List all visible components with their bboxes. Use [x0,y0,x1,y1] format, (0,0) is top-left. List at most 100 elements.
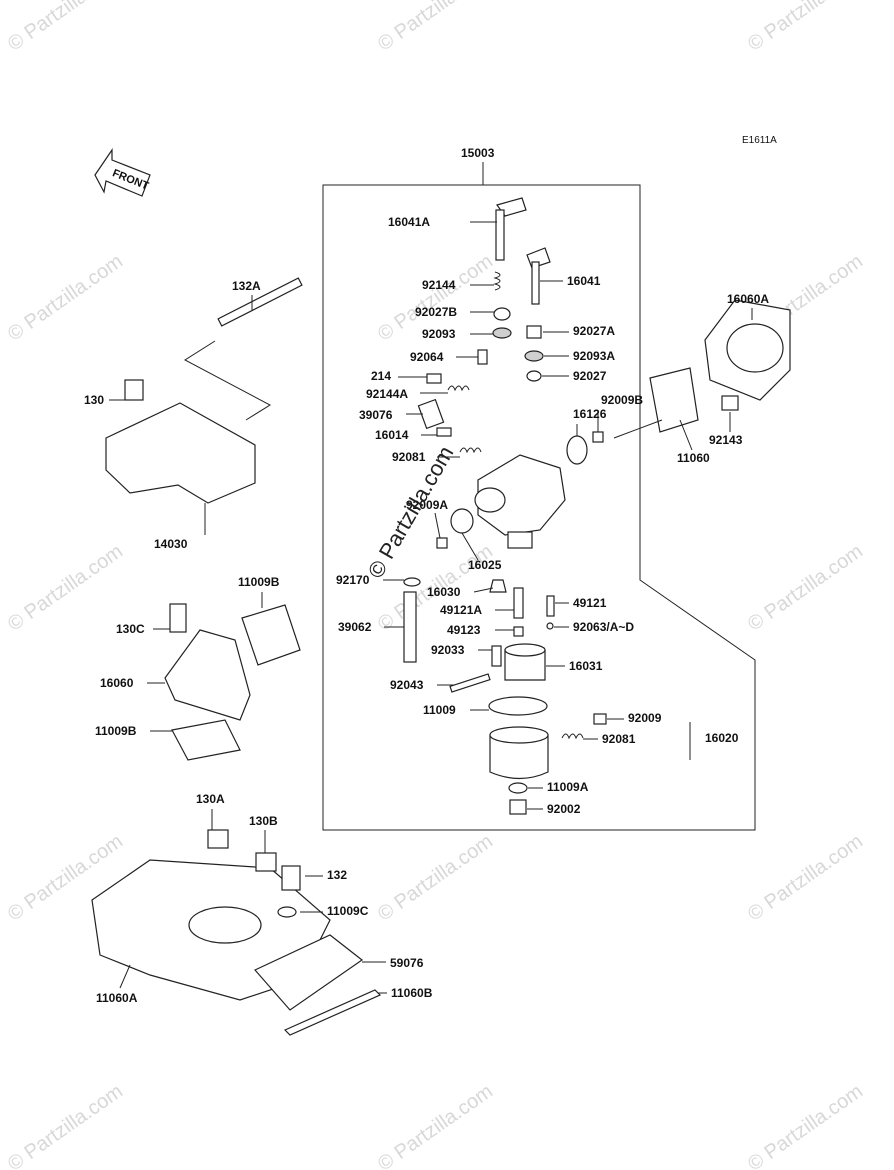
watermark-text: © Partzilla.com [374,0,497,56]
part-label: 14030 [154,537,188,551]
part-label: 16030 [427,585,461,599]
throttle-shaft-16041A [495,197,527,261]
part-label: 92009 [628,711,662,725]
part-label: 59076 [390,956,424,970]
part-label: 132A [232,279,261,293]
bolt-130 [124,379,144,401]
washer-11009C [277,906,297,918]
watermark-text: © Partzilla.com [4,1080,127,1170]
screw-92009B [592,431,604,443]
float-16031 [504,643,546,681]
part-label: 49123 [447,623,481,637]
diagram-code: E1611A [742,135,777,146]
part-label: 16060 [100,676,134,690]
watermark-text: © Partzilla.com [744,830,867,925]
part-label: 130C [116,622,145,636]
hose-39062 [403,591,417,663]
part-label: 92081 [602,732,636,746]
gasket-11009B-top [241,604,301,666]
watermark-text: © Partzilla.com [744,0,867,56]
bolt-132 [281,865,301,891]
part-label: 130 [84,393,104,407]
part-label: 16014 [375,428,409,442]
spring-92144 [493,271,501,291]
part-label: 92144 [422,278,456,292]
jet-49121A [513,587,524,619]
leader-line [434,512,441,539]
part-label: 130B [249,814,278,828]
seal-92027A [526,325,542,339]
part-label: 92033 [431,643,465,657]
part-label: 92170 [336,573,370,587]
part-label: 92081 [392,450,426,464]
part-label: 130A [196,792,225,806]
clip-92170 [403,577,421,587]
part-label: 92002 [547,802,581,816]
plate-16126 [566,435,588,465]
jet-16030 [489,579,507,593]
part-label: 16126 [573,407,607,421]
spring-92081b [561,733,584,740]
part-label: 16020 [705,731,739,745]
float-bowl-16020 [489,726,549,780]
part-label: 11060A [96,991,138,1005]
part-label: 16041 [567,274,601,288]
assembly-frame [322,184,756,831]
watermark-text: © Partzilla.com [374,1080,497,1170]
part-label: 15003 [461,146,495,160]
part-label: 11009B [238,575,280,589]
part-label: 92027B [415,305,457,319]
bolt-132A [217,277,303,327]
seal-92027 [526,370,542,382]
bolt-130C [169,603,187,633]
part-label: 16025 [468,558,502,572]
seal-92027B [493,307,511,321]
carburetor-body [474,454,566,549]
washer-92093A [524,350,544,362]
part-label: 16041A [388,215,430,229]
pin-92033 [491,645,502,667]
part-label: 92143 [709,433,743,447]
watermark-text: © Partzilla.com [374,830,497,925]
part-label: 11009B [95,724,137,738]
part-label: 92093A [573,349,615,363]
bolt-130B [255,852,277,872]
gasket-11009A [508,782,528,794]
bolt-92002 [509,799,527,815]
gasket-11009 [488,696,548,716]
plate-59076 [254,934,364,1011]
part-label: 92093 [422,327,456,341]
part-label: 92064 [410,350,444,364]
part-label: 11009 [423,703,456,717]
part-label: 132 [327,868,347,882]
spring-92144A [447,385,470,392]
part-label: 92043 [390,678,424,692]
collar-92143 [721,395,739,411]
cover-14030 [105,402,256,504]
part-label: 49121 [573,596,607,610]
watermark-text: © Partzilla.com [4,0,127,56]
part-label: 214 [371,369,391,383]
screw-92009A [436,537,448,549]
part-label: 11060 [677,451,710,465]
choke-shaft-16041 [526,247,551,305]
part-label: 92027 [573,369,607,383]
manifold-16060 [164,629,251,721]
solenoid-39076 [417,398,445,430]
screw-16014 [436,427,452,437]
leader-line [679,419,693,451]
jet-49121 [546,595,555,617]
part-label: 16060A [727,292,769,306]
part-label: 39062 [338,620,372,634]
gasket-11060 [649,367,699,433]
adapter-16060A [704,299,791,401]
part-label: 92009A [406,498,448,512]
part-label: 92027A [573,324,615,338]
screw-214 [426,373,442,384]
screw-92064 [477,349,488,365]
jet-49123 [513,626,524,637]
leader-line [461,532,479,561]
leader-line [473,587,494,593]
watermark-text: © Partzilla.com [4,250,127,345]
